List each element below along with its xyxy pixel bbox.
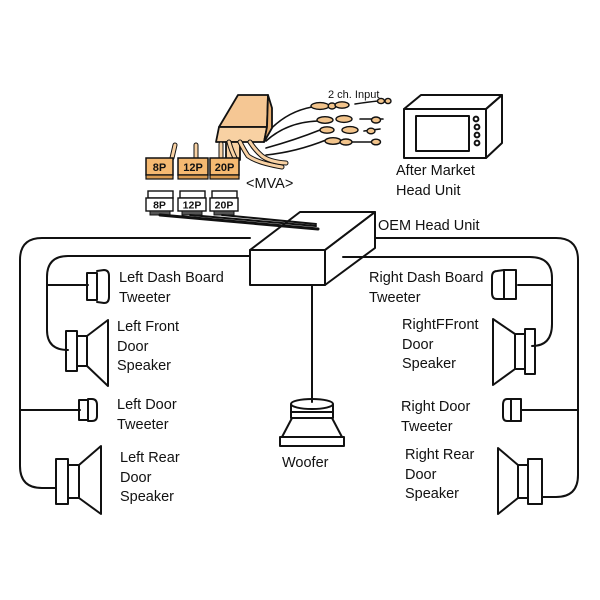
connector-label: 8P [153, 200, 166, 212]
harness-connector-20p: 20P [209, 157, 240, 180]
left-front-speaker [65, 319, 109, 387]
inner-right-wire [342, 256, 553, 347]
after-market-label: After Market Head Unit [396, 163, 475, 199]
connector-label: 20P [215, 200, 234, 212]
inner-left-wire [46, 255, 251, 351]
right-door-tweeter-label: Right Door Tweeter [401, 399, 471, 435]
woofer-speaker [279, 398, 345, 447]
oem-head-unit-label: OEM Head Unit [378, 218, 480, 234]
left-door-tweeter-label: Left Door Tweeter [117, 397, 177, 433]
right-dash-tweeter [491, 269, 517, 300]
left-door-tweeter [78, 398, 98, 422]
mva-harness-box [215, 94, 273, 161]
harness-connector-12p: 12P [177, 157, 209, 180]
left-dash-tweeter-label: Left Dash Board Tweeter [119, 270, 224, 306]
harness-connector-8p: 8P [145, 157, 174, 180]
right-dash-tweeter-label: Right Dash Board Tweeter [369, 270, 484, 306]
connector-label: 12P [183, 200, 202, 212]
left-rear-speaker-label: Left Rear Door Speaker [120, 450, 180, 505]
vehicle-connector-12p: 12P [177, 190, 207, 216]
right-front-speaker-label: RightFFront Door Speaker [402, 317, 479, 372]
input-label: 2 ch. Input [328, 89, 380, 101]
outer-right-wire [374, 237, 579, 498]
connector-label: 20P [215, 162, 235, 174]
left-rear-speaker [55, 445, 102, 515]
mva-label: <MVA> [246, 176, 294, 192]
connector-label: 12P [183, 162, 203, 174]
vehicle-cable [158, 213, 320, 231]
vehicle-connector-20p: 20P [209, 190, 239, 216]
woofer-label: Woofer [282, 455, 329, 471]
left-dash-tweeter [86, 269, 110, 304]
vehicle-connector-8p: 8P [145, 190, 174, 216]
harness-wires [169, 139, 289, 170]
right-door-tweeter [502, 398, 522, 422]
after-market-head-unit [403, 94, 503, 159]
right-front-speaker [492, 318, 536, 386]
right-rear-speaker-label: Right Rear Door Speaker [405, 447, 475, 502]
connector-label: 8P [153, 162, 166, 174]
outer-left-wire [19, 237, 251, 489]
right-rear-speaker [497, 447, 543, 515]
rca-plugs [310, 97, 392, 146]
left-front-speaker-label: Left Front Door Speaker [117, 319, 180, 374]
